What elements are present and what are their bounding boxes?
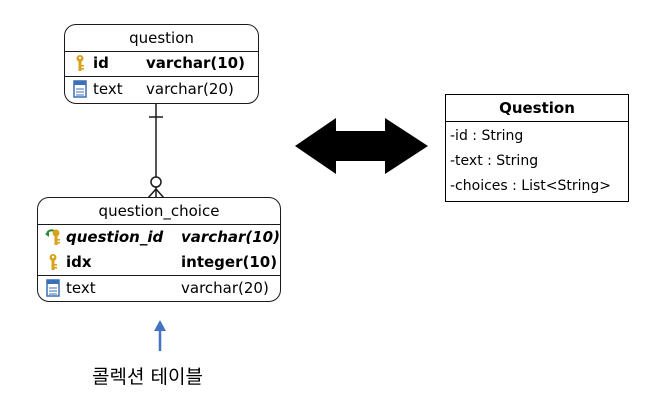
column-icon <box>73 80 87 98</box>
uml-attribute: -text : String <box>450 153 539 169</box>
primary-key-icon <box>76 55 84 71</box>
primary-key-icon <box>49 254 57 270</box>
question-choice-table-title: question_choice <box>38 198 280 225</box>
uml-class-question: Question -id : String -text : String -ch… <box>445 94 629 202</box>
row-divider <box>65 76 258 77</box>
foreign-key-icon <box>45 229 60 245</box>
relationship-connector <box>147 103 165 199</box>
row-divider <box>38 275 280 276</box>
question-table-title: question <box>65 25 258 52</box>
annotation-label: 콜렉션 테이블 <box>92 366 203 388</box>
column-name: id <box>93 54 109 72</box>
column-type: varchar(10) <box>146 54 245 72</box>
column-name: idx <box>66 253 92 271</box>
column-type: varchar(20) <box>181 279 269 297</box>
column-name: text <box>66 279 96 297</box>
table-row: text varchar(20) <box>38 276 280 300</box>
table-row: idx integer(10) <box>38 250 280 274</box>
question-choice-table: question_choice question_id varchar(10) … <box>37 197 281 302</box>
uml-attribute: -id : String <box>450 128 524 144</box>
column-type: varchar(20) <box>146 80 234 98</box>
question-table: question id varchar(10) text varchar(20) <box>64 24 259 104</box>
uml-class-title: Question <box>446 95 628 122</box>
table-row: question_id varchar(10) <box>38 225 280 249</box>
column-type: varchar(10) <box>181 228 280 246</box>
uml-attribute: -choices : List<String> <box>450 178 612 194</box>
pointer-arrow <box>154 320 166 351</box>
column-icon <box>46 279 60 297</box>
column-name: question_id <box>66 228 164 246</box>
table-row: text varchar(20) <box>65 77 258 101</box>
bidirectional-arrow <box>295 118 428 174</box>
column-type: integer(10) <box>181 253 278 271</box>
table-row: id varchar(10) <box>65 51 258 75</box>
column-name: text <box>93 80 123 98</box>
